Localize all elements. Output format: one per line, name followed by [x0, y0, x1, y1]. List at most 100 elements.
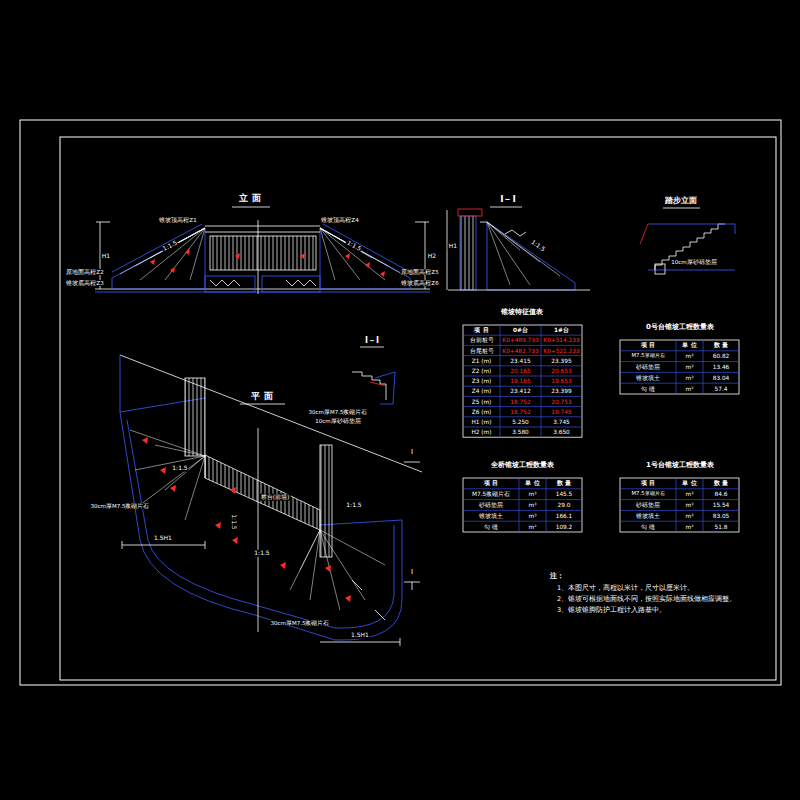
table-cell: 锥坡填土 — [478, 513, 504, 519]
drawing-line — [120, 412, 402, 640]
drawing-line — [676, 340, 677, 394]
drawing-line — [165, 228, 205, 280]
table-cell: m² — [685, 385, 695, 391]
drawing-line — [463, 325, 582, 437]
drawing-line — [190, 228, 205, 280]
drawing-line — [300, 253, 305, 259]
drawing-line — [463, 478, 582, 532]
table-cell: m³ — [685, 502, 695, 508]
drawing-line — [95, 207, 430, 294]
drawing-line — [205, 456, 206, 478]
drawing-line — [185, 378, 205, 456]
drawing-line — [320, 530, 365, 600]
drawing-label: 1:1.5 — [161, 239, 179, 253]
drawing-line — [620, 361, 739, 362]
table-cell: 单 位 — [524, 480, 540, 486]
drawing-line — [519, 478, 520, 532]
drawing-line — [463, 499, 582, 500]
drawing-line — [205, 455, 320, 530]
table-cell: 19.165 — [509, 378, 531, 384]
table-cell: 单 位 — [681, 342, 697, 348]
drawing-line — [463, 521, 582, 522]
drawing-line — [620, 340, 739, 394]
table-cell: 砂砾垫层 — [635, 364, 661, 370]
table-cell: Z1 (m) — [471, 358, 493, 364]
drawing-line — [262, 276, 320, 292]
table-cell: 51.8 — [714, 523, 729, 529]
drawing-line — [155, 445, 205, 456]
table-cell: 3.745 — [552, 419, 571, 425]
note-text: 1、本图尺寸，高程以米计，尺寸以厘米计。 — [556, 585, 695, 592]
drawing-line — [120, 228, 205, 274]
drawing-line — [150, 259, 155, 265]
drawing-line — [404, 462, 420, 463]
drawing-line — [648, 224, 735, 225]
drawing-line — [415, 222, 429, 223]
drawing-line — [135, 456, 205, 470]
table-cell: 1#台 — [553, 327, 570, 333]
drawing-line — [140, 228, 205, 280]
drawing-line — [210, 280, 240, 286]
drawing-line — [258, 220, 259, 294]
drawing-line — [345, 253, 350, 259]
table-cell: 145.5 — [555, 491, 574, 497]
drawing-line — [280, 562, 286, 569]
drawing-line — [120, 355, 422, 646]
drawing-label: 10cm厚砂砾垫层 — [670, 259, 717, 265]
drawing-line — [487, 222, 510, 285]
table-cell: 109.2 — [555, 523, 574, 529]
table-cell: 项 目 — [640, 342, 656, 348]
drawing-line — [463, 510, 582, 511]
drawing-line — [320, 228, 360, 280]
drawing-line — [130, 430, 205, 456]
table-cell: Z5 (m) — [471, 398, 493, 404]
drawing-label: 30cm厚M7.5浆砌片石 — [308, 409, 369, 415]
drawing-line — [300, 530, 320, 570]
drawing-line — [258, 428, 259, 632]
drawing-line — [210, 236, 316, 270]
drawing-line — [112, 228, 205, 289]
drawing-line — [320, 228, 388, 266]
drawing-line — [447, 207, 590, 290]
table-cell: 项 目 — [483, 480, 499, 486]
drawing-line — [142, 437, 148, 444]
table-cell: 项 目 — [640, 480, 656, 486]
drawing-label: 30cm厚M7.5浆砌片石 — [270, 620, 331, 626]
drawing-label: 立 面 — [238, 194, 261, 204]
drawing-label: I－I — [364, 337, 380, 346]
table-cell: H2 (m) — [470, 429, 492, 435]
table-cell: K0+482.733 — [501, 347, 539, 353]
drawing-line — [463, 386, 582, 387]
drawing-line — [170, 267, 175, 273]
drawing-line — [320, 228, 345, 242]
drawing-label: 1:1.5 — [345, 502, 362, 509]
table-cell: K0+521.233 — [542, 347, 580, 353]
drawing-line — [655, 264, 665, 274]
table-cell: 29.0 — [557, 502, 572, 508]
drawing-line — [463, 376, 582, 377]
drawing-line — [320, 530, 340, 610]
table-cell: 项 目 — [473, 327, 489, 333]
drawing-line — [323, 224, 410, 272]
drawing-line — [205, 276, 255, 292]
table-cell: 5.250 — [511, 419, 530, 425]
drawing-line — [135, 228, 205, 266]
drawing-line — [130, 430, 385, 610]
table-cell: 数 量 — [713, 480, 729, 486]
table-cell: 23.415 — [509, 358, 531, 364]
drawing-line — [640, 208, 735, 274]
drawing-line — [360, 347, 384, 348]
table-cell: 3.580 — [511, 429, 530, 435]
drawing-line — [487, 222, 530, 285]
drawing-label: H2 — [427, 253, 437, 260]
drawing-line — [735, 224, 736, 234]
drawing-line — [463, 365, 582, 366]
table-cell: m² — [685, 523, 695, 529]
drawing-label: 1:1.5 — [345, 239, 363, 253]
drawing-line — [500, 325, 501, 437]
table-cell: 锥坡填土 — [635, 513, 661, 519]
table-cell: 勾 缝 — [640, 385, 656, 391]
table-cell: H1 (m) — [470, 419, 492, 425]
table-cell: K0+489.733 — [501, 337, 539, 343]
drawing-line — [205, 226, 320, 227]
